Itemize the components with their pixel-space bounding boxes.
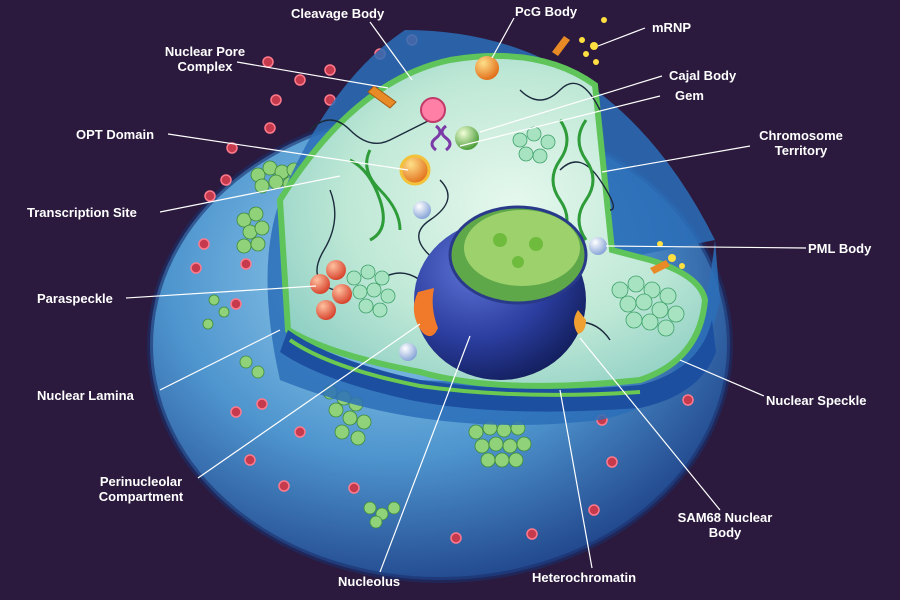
label-opt-domain: OPT Domain — [76, 127, 155, 142]
mrnp-shape — [552, 17, 685, 274]
label-nuclear-lamina: Nuclear Lamina — [37, 388, 134, 403]
cleavage-body-shape — [420, 97, 446, 123]
label-cleavage-body: Cleavage Body — [291, 6, 385, 21]
label-gem: Gem — [675, 88, 704, 103]
nucleolus-shape — [414, 205, 588, 380]
perinucleolar-ball — [399, 343, 417, 361]
label-perinucleolar-compartment: Perinucleolar Compartment — [86, 474, 196, 504]
label-pml-body: PML Body — [808, 241, 872, 256]
label-perinucleolar-line2: Compartment — [98, 489, 184, 504]
label-nuclear-pore-complex: Nuclear Pore Complex — [150, 44, 260, 74]
label-heterochromatin: Heterochromatin — [532, 570, 637, 585]
nuclear-pore-complex-shape — [367, 85, 397, 109]
transcription-ball — [413, 201, 431, 219]
cajal-body-shape — [430, 124, 452, 152]
label-nuclear-pore-complex-line1: Nuclear Pore — [164, 44, 246, 59]
sam68-body-shape — [574, 310, 586, 334]
label-cajal-body: Cajal Body — [669, 68, 737, 83]
label-chromosome-territory: Chromosome Territory — [746, 128, 856, 158]
leader-lines — [125, 17, 807, 573]
label-nuclear-pore-complex-line2: Complex — [177, 59, 233, 74]
label-sam68-line2: Body — [708, 525, 742, 540]
label-sam68-nuclear-body: SAM68 Nuclear Body — [670, 510, 780, 540]
label-chromosome-territory-line2: Territory — [774, 143, 828, 158]
label-sam68-line1: SAM68 Nuclear — [677, 510, 773, 525]
label-perinucleolar-line1: Perinucleolar — [99, 474, 183, 489]
nuclear-speckle-cluster — [346, 126, 685, 337]
gem-shape — [455, 126, 479, 150]
label-nucleolus: Nucleolus — [338, 574, 401, 589]
pcg-body-shape — [475, 56, 499, 80]
label-mrnp: mRNP — [652, 20, 692, 35]
label-nuclear-speckle: Nuclear Speckle — [766, 393, 867, 408]
label-paraspeckle: Paraspeckle — [37, 291, 113, 306]
label-pcg-body: PcG Body — [515, 4, 578, 19]
label-chromosome-territory-line1: Chromosome — [759, 128, 843, 143]
paraspeckle-bodies — [310, 260, 352, 320]
pml-body-shape — [589, 237, 607, 255]
label-transcription-site: Transcription Site — [27, 205, 137, 220]
opt-domain-shape — [399, 154, 431, 186]
